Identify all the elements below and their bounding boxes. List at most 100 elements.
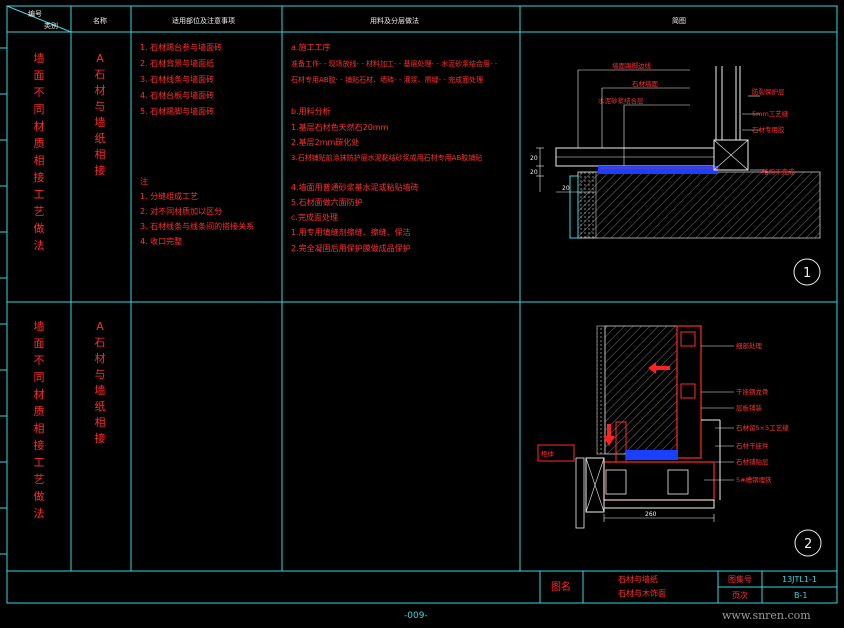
vertical-char: 面	[34, 69, 45, 82]
concrete-slab	[577, 171, 821, 239]
callout-label: 5mm工艺缝	[752, 109, 789, 118]
scope-item: 1. 石材踢台参与墙面砖	[140, 42, 222, 52]
dim-label: 20	[530, 169, 538, 176]
titleblock-title-2: 石材与木饰面	[618, 588, 666, 598]
detail-index-number: 1	[803, 266, 811, 281]
header-name: 名称	[93, 16, 107, 25]
material-line: 石材专用AB胶- - 铺贴石材、墙砖- - 灌浆、擦缝- - 完成面处理	[291, 75, 483, 84]
material-line: 1.用专用填缝剂擦缝、擦缝、保洁	[291, 227, 411, 237]
header-code: 编号	[28, 9, 42, 18]
mortar-layer	[626, 450, 678, 460]
material-line: 3.石材铺贴前涂抹防护层水泥黏结砂浆或用石材专用AB胶铺贴	[291, 153, 482, 162]
material-line: 4.墙面用普通砂浆基水泥或粘贴墙砖	[291, 182, 419, 192]
vertical-char: 不	[34, 354, 45, 367]
header-category: 类别	[44, 21, 58, 30]
notes-title: 注	[140, 176, 148, 186]
detail-diagram-1: 20 20 20 墙面踢脚边线 石材墙面 水泥砂浆结合层 防裂保护层 5mm工艺…	[530, 61, 821, 286]
titleblock-name-label: 图名	[551, 580, 571, 593]
callout-label: 防裂保护层	[752, 87, 785, 96]
notes-item: 2. 对不同材质加以区分	[140, 206, 222, 216]
vertical-char: 接	[34, 171, 45, 184]
callout-label: 干挂钢龙骨	[736, 387, 769, 396]
callout-label: 5#槽钢埋铁	[736, 475, 772, 484]
vertical-char: 相	[95, 148, 106, 161]
material-line: 1.基层石材色天然石20mm	[291, 122, 389, 132]
concrete-wall	[604, 325, 678, 455]
vertical-char: 同	[34, 103, 45, 116]
vertical-char: 做	[34, 489, 45, 503]
dim-label: 20	[562, 185, 570, 192]
titleblock-page-label: 页次	[732, 590, 748, 600]
wall-base-layer	[577, 171, 597, 239]
title-block: 图名 石材与墙纸 石材与木饰面 图集号 13JTL1-1 页次 B-1	[551, 574, 817, 600]
vertical-char: 材	[95, 83, 106, 97]
vertical-char: 材	[34, 119, 45, 133]
material-line: 准备工作- - 现场放线- - 材料加工- - 基层处理- - 水泥砂浆结合层-…	[291, 59, 498, 68]
detail-index-circle	[794, 529, 822, 557]
material-line: a.施工工序	[291, 42, 330, 52]
dim-label: 20	[530, 155, 538, 162]
material-line: 2.基层2mm碳化处	[291, 137, 359, 147]
vertical-char: 与	[95, 100, 106, 113]
notes-item: 1. 分缝组成工艺	[140, 191, 198, 201]
scope-item: 2. 石材背景与墙面纸	[140, 58, 214, 68]
frame-grid	[6, 5, 838, 604]
vertical-char: 材	[34, 387, 45, 401]
detail-index-circle	[793, 258, 821, 286]
callout-label: 墙面踢脚边线	[612, 61, 652, 70]
vertical-char: 同	[34, 371, 45, 384]
vertical-char: 不	[34, 86, 45, 99]
margin-ticks	[0, 47, 7, 555]
vertical-char: 墙	[34, 319, 45, 333]
scope-item: 4. 石材台板与墙面砖	[140, 90, 214, 100]
vertical-char: 工	[34, 188, 45, 201]
detail-index-number: 2	[804, 537, 812, 552]
callout-label: 细部处理	[736, 341, 763, 350]
vertical-char: A	[96, 52, 104, 65]
vertical-char: 法	[34, 506, 45, 520]
vertical-char: 石	[95, 336, 106, 349]
vertical-char: 艺	[34, 205, 45, 218]
vertical-char: 接	[95, 164, 106, 177]
vertical-char: 墙	[34, 51, 45, 65]
vertical-char: 接	[34, 439, 45, 452]
callout-label: 层板铺装	[736, 403, 763, 412]
material-line: c.完成面处理	[291, 212, 338, 222]
titleblock-title-1: 石材与墙纸	[618, 574, 658, 584]
wall-finish	[569, 175, 579, 239]
wall-base-layer	[596, 325, 606, 455]
detail-diagram-2: 柜体 细部处理 干挂钢龙骨 层板铺装 石材留5×5工艺缝 石材干挂件 石材铺贴层…	[537, 325, 822, 557]
callout-label: 石材干挂件	[736, 441, 769, 450]
callout-label: 石材留5×5工艺缝	[736, 423, 789, 432]
vertical-char: 纸	[95, 400, 106, 413]
header-row: 编号 类别 名称 适用部位及注意事项 用料及分层做法 简图	[28, 9, 686, 30]
vertical-char: 相	[34, 154, 45, 167]
header-materials: 用料及分层做法	[370, 16, 419, 25]
page-number: -009-	[404, 611, 428, 621]
vertical-char: 质	[34, 405, 45, 418]
header-scope: 适用部位及注意事项	[172, 16, 235, 25]
scope-item: 3. 石材线条与墙面砖	[140, 74, 214, 84]
titleblock-no-value: 13JTL1-1	[782, 575, 817, 584]
vertical-char: 材	[95, 351, 106, 365]
material-line: b.用料分析	[291, 106, 331, 116]
mortar-bed	[598, 166, 718, 174]
vertical-char: 质	[34, 137, 45, 150]
site-watermark: www.snren.com	[722, 609, 811, 622]
vertical-char: A	[96, 320, 104, 333]
titleblock-page-value: B-1	[794, 591, 807, 600]
callout-label: 石材铺贴层	[736, 457, 769, 466]
callout-label: 石材墙面	[632, 79, 659, 88]
scope-item: 5. 石材踢脚与墙面砖	[140, 106, 214, 116]
cabinet-label-box	[537, 444, 575, 462]
row1-scope-list: 1. 石材踢台参与墙面砖 2. 石材背景与墙面纸 3. 石材线条与墙面砖 4. …	[140, 42, 254, 246]
vertical-char: 与	[95, 368, 106, 381]
callout-label: 石材专用胶	[752, 125, 785, 134]
vertical-char: 做	[34, 221, 45, 235]
row1-materials-list: a.施工工序 准备工作- - 现场放线- - 材料加工- - 基层处理- - 水…	[291, 42, 498, 253]
vertical-char: 面	[34, 337, 45, 350]
cabinet-side	[575, 457, 585, 529]
vertical-char: 墙	[95, 115, 106, 129]
